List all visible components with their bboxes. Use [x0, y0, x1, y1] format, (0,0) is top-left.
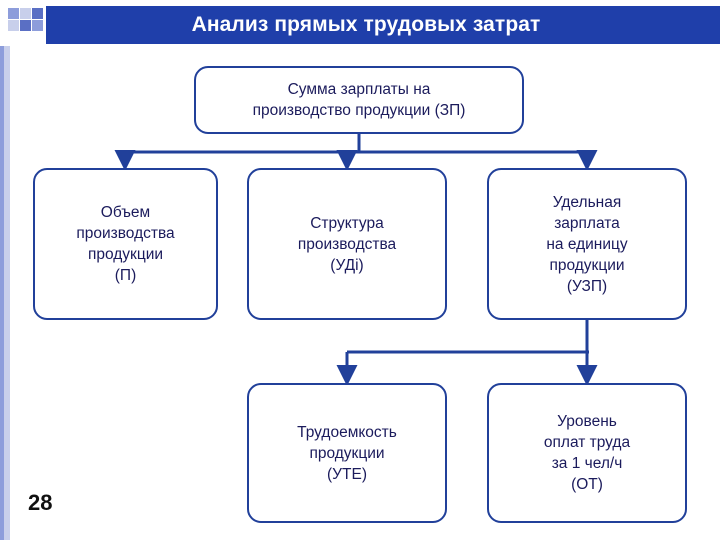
- node-label: Уровень оплат труда за 1 чел/ч (ОТ): [543, 413, 631, 493]
- title-bar: Анализ прямых трудовых затрат: [0, 6, 720, 46]
- decorative-square: [20, 8, 31, 19]
- node-labor-intensity[interactable]: Трудоемкость продукции (УТЕ): [247, 383, 447, 523]
- node-unit-wage[interactable]: Удельная зарплата на единицу продукции (…: [487, 168, 687, 320]
- decorative-square: [20, 20, 31, 31]
- node-production-structure[interactable]: Структура производства (УДi): [247, 168, 447, 320]
- decorative-square: [32, 8, 43, 19]
- left-accent-strip: [0, 46, 10, 540]
- decorative-square: [32, 20, 43, 31]
- node-label: Удельная зарплата на единицу продукции (…: [546, 193, 628, 295]
- node-label: Сумма зарплаты на производство продукции…: [252, 81, 466, 119]
- title-bar-background: [46, 6, 720, 44]
- node-pay-level[interactable]: Уровень оплат труда за 1 чел/ч (ОТ): [487, 383, 687, 523]
- decorative-square: [8, 20, 19, 31]
- left-accent-strip-inner: [0, 46, 4, 540]
- node-label: Объем производства продукции (П): [76, 204, 175, 284]
- slide-number: 28: [28, 490, 53, 515]
- page-title: Анализ прямых трудовых затрат: [191, 13, 541, 36]
- node-label: Структура производства (УДi): [297, 214, 397, 274]
- node-production-volume[interactable]: Объем производства продукции (П): [33, 168, 218, 320]
- node-sum-of-wages[interactable]: Сумма зарплаты на производство продукции…: [194, 66, 524, 134]
- decorative-square: [8, 8, 19, 19]
- node-label: Трудоемкость продукции (УТЕ): [297, 423, 397, 483]
